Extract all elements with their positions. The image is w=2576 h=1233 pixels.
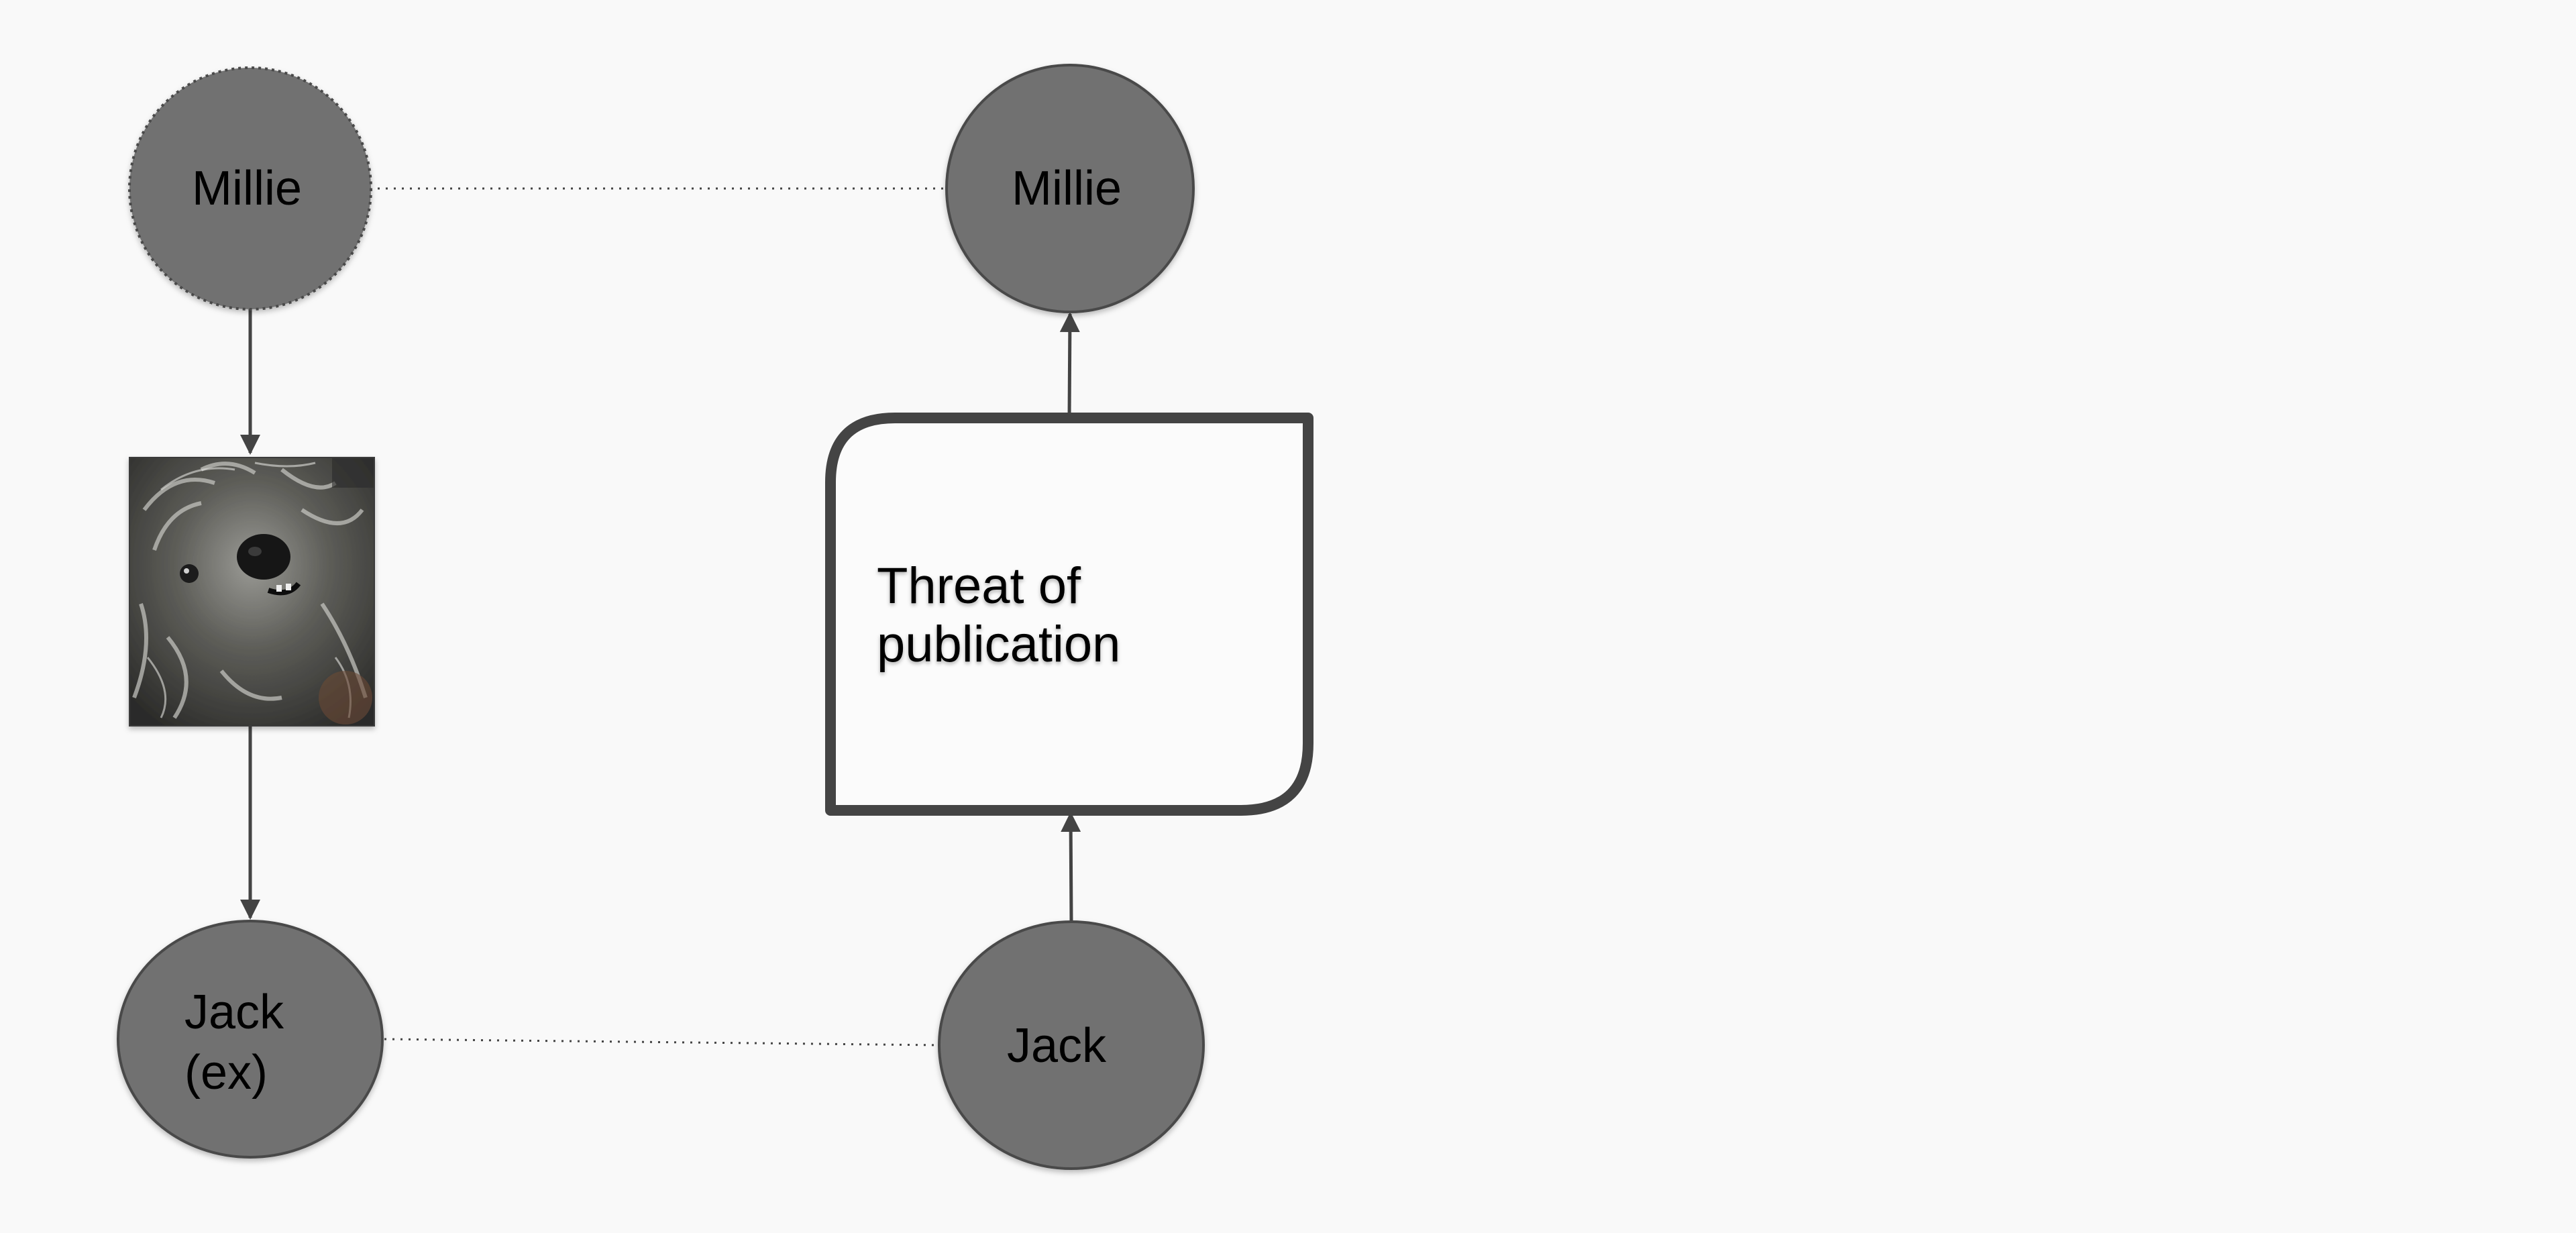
node-jack-right[interactable]: Jack [938, 920, 1205, 1170]
node-millie-right-label: Millie [1012, 162, 1122, 215]
node-jack-left[interactable]: Jack (ex) [117, 920, 384, 1159]
threat-of-publication-box[interactable]: Threat of publication [825, 413, 1313, 816]
node-jack-left-line2: (ex) [184, 1046, 268, 1100]
node-jack-left-line1: Jack [184, 985, 284, 1039]
node-millie-right[interactable]: Millie [945, 64, 1195, 313]
box-label-line1: Threat of [877, 557, 1081, 614]
edge-box-to-millie-arrow [1059, 312, 1080, 419]
dog-photo-icon [129, 457, 375, 727]
node-millie-left[interactable]: Millie [128, 66, 372, 311]
edge-jack-to-jack-dotted [384, 1038, 940, 1047]
box-label-line2: publication [877, 616, 1120, 673]
node-millie-left-label: Millie [192, 162, 302, 215]
node-jack-right-label: Jack [1007, 1019, 1107, 1073]
